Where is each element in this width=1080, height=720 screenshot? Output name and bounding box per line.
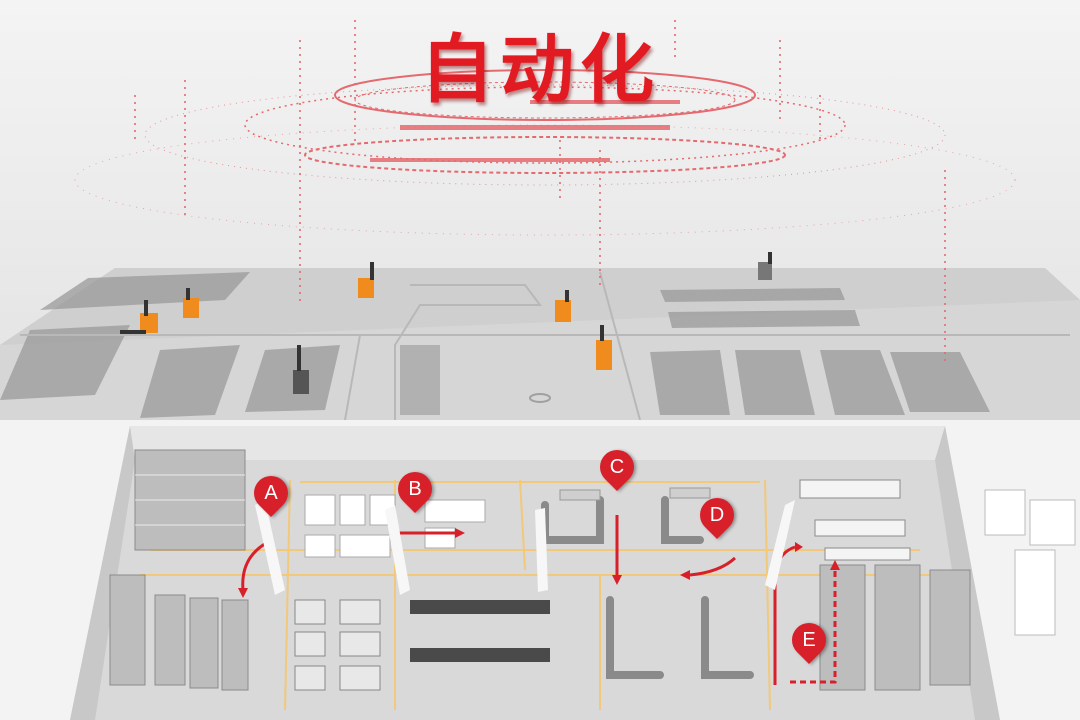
warehouse-layout-scene [0, 420, 1080, 720]
map-pin-icon[interactable]: A [246, 468, 296, 524]
map-pin-icon[interactable]: D [692, 490, 742, 546]
forklift-icon [293, 345, 309, 394]
forklift-icon [120, 300, 158, 334]
forklift-icon [358, 262, 374, 298]
forklift-icon [596, 325, 612, 370]
page-title: 自动化 [420, 27, 660, 113]
vertical-data-streams [134, 20, 946, 365]
holographic-data-rings [74, 69, 1016, 236]
map-pin-icon[interactable]: C [592, 442, 642, 498]
map-pin-icon[interactable]: B [390, 464, 440, 520]
floor-zone-lines [140, 479, 930, 711]
forklift-icon [183, 288, 199, 318]
map-pin-icon[interactable]: E [784, 615, 834, 671]
forklift-icon [555, 290, 571, 322]
forklift-icon [758, 252, 772, 280]
top-automation-scene [0, 0, 1080, 420]
floor-rack-blocks [0, 272, 990, 418]
